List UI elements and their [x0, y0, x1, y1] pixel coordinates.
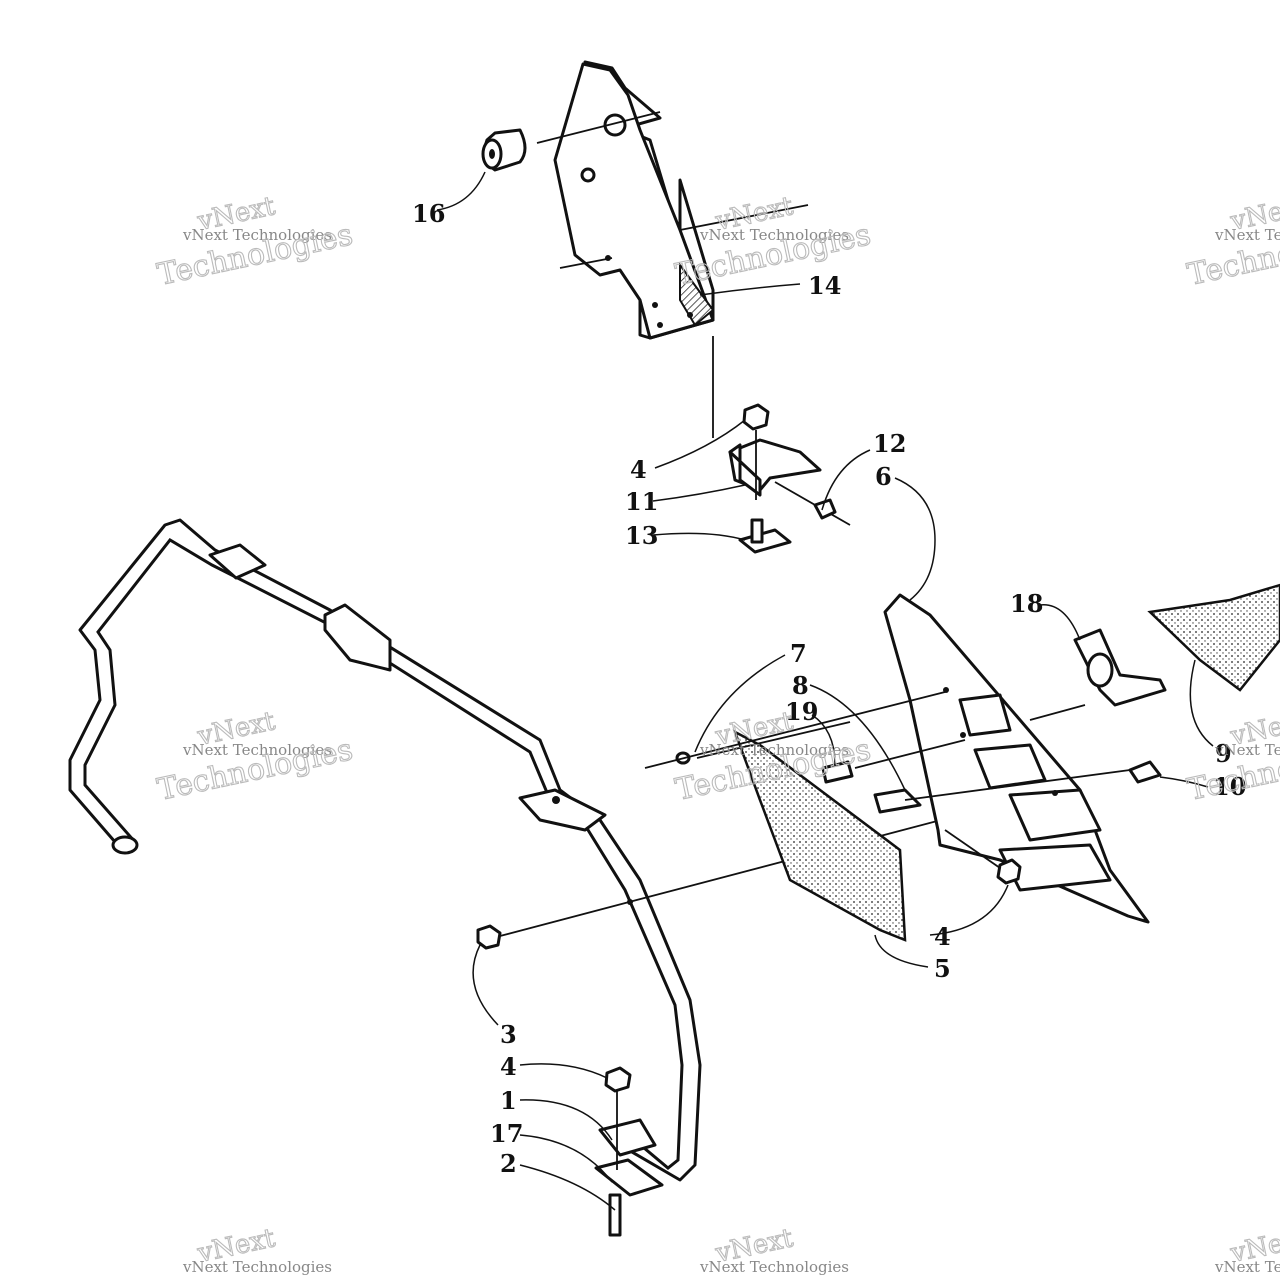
steering-bar — [68, 518, 702, 1182]
upper-support-bracket — [553, 60, 715, 340]
watermark-line: vNext Technologies — [182, 226, 332, 244]
label-1: 1 — [500, 1086, 517, 1115]
label-4-upper: 4 — [630, 455, 647, 484]
label-5: 5 — [934, 954, 951, 983]
label-16: 16 — [412, 199, 445, 228]
guard-9 — [1147, 583, 1280, 692]
bushing — [481, 128, 527, 172]
bracket-18 — [1073, 628, 1167, 707]
watermark-line: vNext Technologies — [699, 741, 849, 759]
bolt-19 — [821, 760, 854, 784]
part-labels: 16 14 4 11 13 12 6 7 8 19 18 9 10 4 5 3 … — [412, 199, 1246, 1178]
label-11: 11 — [625, 487, 658, 516]
plate-8 — [873, 788, 922, 814]
label-10: 10 — [1213, 772, 1246, 801]
label-14: 14 — [808, 271, 841, 300]
bolt-2 — [608, 1193, 622, 1237]
nut-4-upper — [742, 403, 770, 431]
watermark-line: vNext Technologies — [699, 1258, 849, 1276]
label-4-lower: 4 — [500, 1052, 517, 1081]
pin-12 — [774, 481, 851, 526]
watermark-line: vNext Technologies — [1214, 1258, 1280, 1276]
label-17: 17 — [490, 1119, 523, 1148]
footrest-pad-5 — [732, 729, 907, 942]
label-19: 19 — [785, 697, 818, 726]
nut-3 — [476, 924, 502, 950]
label-8: 8 — [792, 671, 809, 700]
nut-4-lower — [604, 1066, 632, 1093]
label-7: 7 — [790, 639, 807, 668]
label-3: 3 — [500, 1020, 517, 1049]
watermark-line: vNext Technologies — [1214, 741, 1280, 759]
watermark-line: vNext Technologies — [699, 226, 849, 244]
label-13: 13 — [625, 521, 658, 550]
label-4-plate: 4 — [934, 922, 951, 951]
mount-plate-11 — [728, 438, 822, 497]
carriage-bolt-13 — [738, 518, 792, 554]
watermark-line: vNext Technologies — [1214, 226, 1280, 244]
bolt-10 — [1128, 760, 1162, 784]
watermark-line: vNext Technologies — [182, 1258, 332, 1276]
side-plate-6 — [883, 593, 1150, 924]
label-6: 6 — [875, 462, 892, 491]
leader-lines — [436, 171, 1214, 1211]
label-18: 18 — [1010, 589, 1043, 618]
label-2: 2 — [500, 1149, 517, 1178]
nut-4-plate — [996, 858, 1022, 885]
label-9: 9 — [1215, 739, 1232, 768]
label-12: 12 — [873, 429, 906, 458]
watermark-line: vNext Technologies — [182, 741, 332, 759]
